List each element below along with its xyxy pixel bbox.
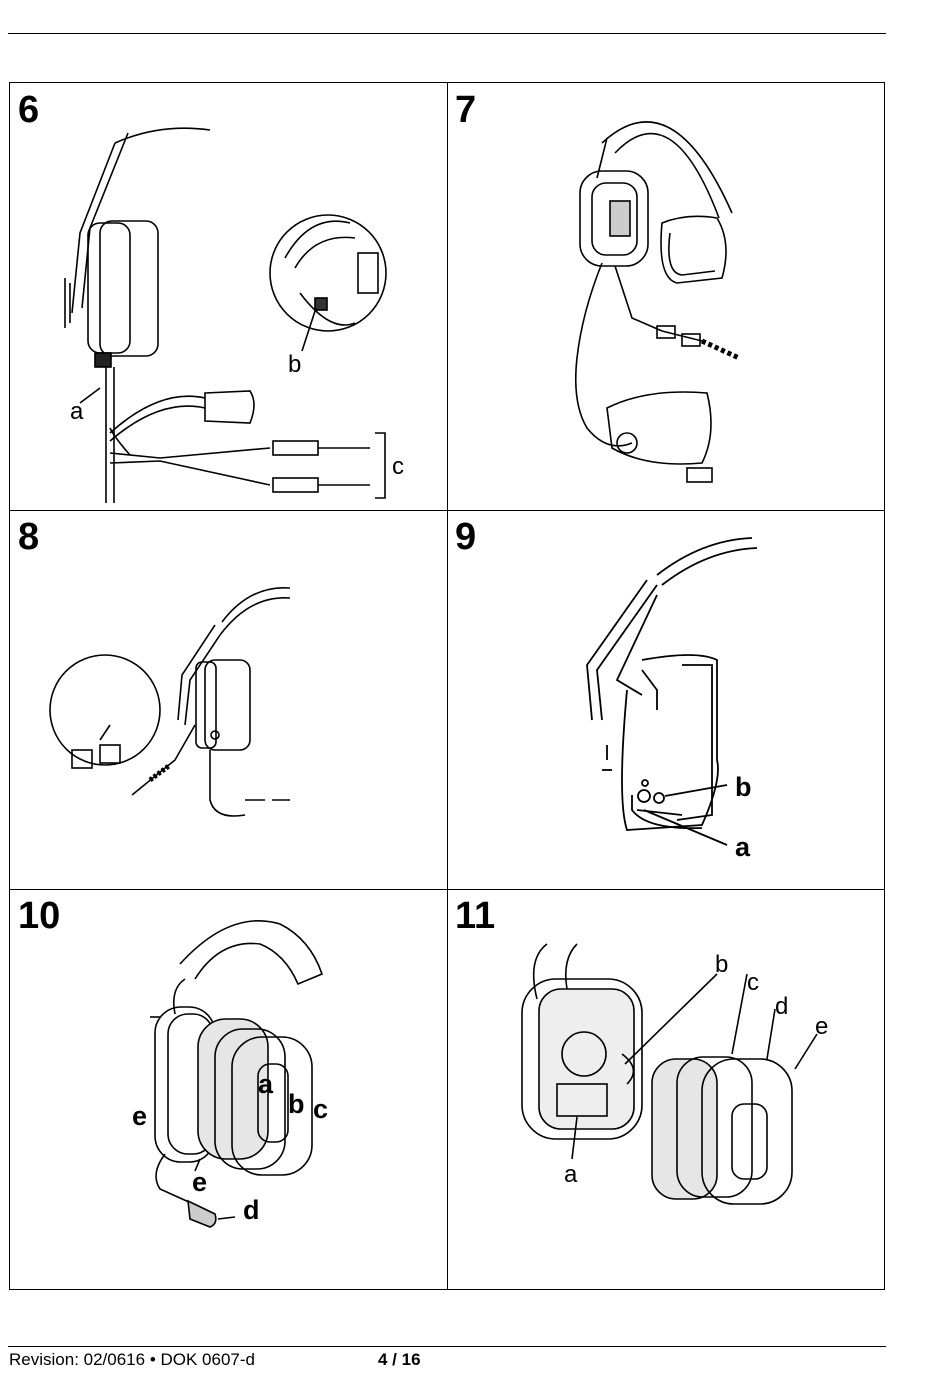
figure-number: 7 (455, 89, 477, 131)
headset-with-mic-illustration (64, 127, 387, 503)
footer-page-number: 4 / 16 (378, 1350, 421, 1369)
top-rule (8, 33, 886, 34)
label-a: a (258, 1069, 274, 1099)
figure-10-panel: 10 a b c d e e (10, 889, 447, 1290)
label-d: d (243, 1195, 260, 1225)
figure-number: 8 (18, 516, 40, 558)
label-a: a (564, 1161, 578, 1188)
figure-7-panel: 7 (447, 83, 886, 510)
earcup-pad-replacement-illustration (150, 920, 324, 1228)
label-a: a (735, 832, 751, 862)
label-c: c (313, 1094, 329, 1124)
label-c: c (392, 453, 404, 480)
label-a: a (70, 398, 84, 425)
figure-number: 10 (18, 895, 61, 937)
headset-with-throat-mic-illustration (574, 121, 741, 483)
figure-11-panel: 11 b c d e a (447, 889, 886, 1290)
figure-number: 6 (18, 89, 40, 131)
label-e-upper: e (132, 1101, 148, 1131)
grid-divider-row-2 (10, 889, 884, 890)
label-c: c (747, 969, 759, 996)
label-b: b (288, 351, 302, 378)
label-e: e (815, 1013, 829, 1040)
grid-divider-vertical (447, 83, 448, 1289)
figure-number: 11 (455, 895, 496, 937)
label-d: d (775, 993, 789, 1020)
figure-8-panel: 8 (10, 510, 447, 889)
earcup-internals-exploded-illustration (521, 943, 818, 1205)
label-e-lower: e (192, 1167, 208, 1197)
label-b: b (288, 1089, 305, 1119)
headset-to-helmet-illustration (49, 587, 291, 817)
grid-divider-row-1 (10, 510, 884, 511)
footer-revision: Revision: 02/0616 • DOK 0607-d (9, 1350, 255, 1369)
earcup-hinge-detail-illustration (586, 537, 758, 846)
figure-number: 9 (455, 516, 477, 558)
figure-grid: 6 (9, 82, 885, 1290)
footer-rule (8, 1346, 886, 1347)
label-b: b (735, 772, 752, 802)
label-b: b (715, 951, 729, 978)
figure-9-panel: 9 b a (447, 510, 886, 889)
figure-6-panel: 6 (10, 83, 447, 510)
